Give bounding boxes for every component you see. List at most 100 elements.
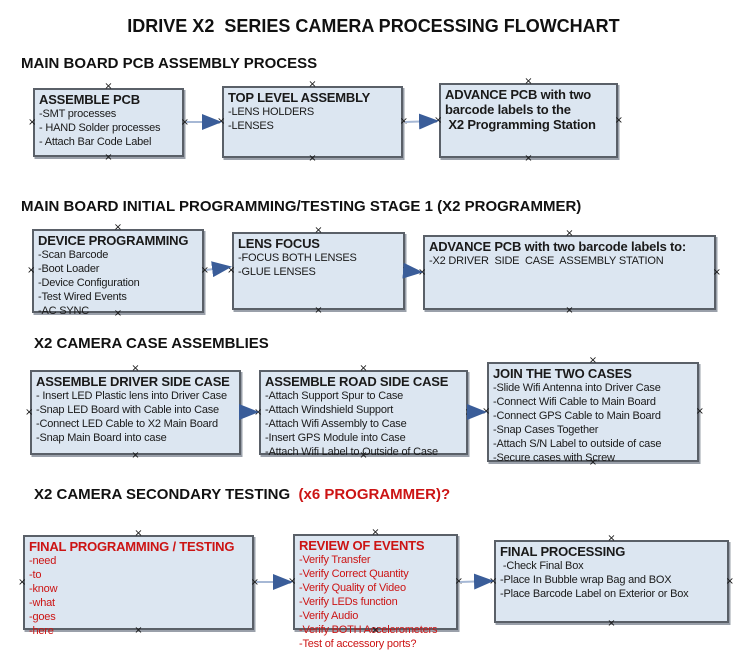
connection-handle-icon: × [134, 528, 143, 539]
flow-box-top-level-assembly: TOP LEVEL ASSEMBLY -LENS HOLDERS -LENSES… [217, 80, 408, 164]
connection-handle-icon: × [524, 76, 533, 87]
box-title: REVIEW OF EVENTS [299, 538, 425, 553]
box-item: -Connect LED Cable to X2 Main Board [36, 418, 218, 430]
box-item: -Scan Barcode [38, 249, 109, 261]
connection-handle-icon: × [524, 153, 533, 164]
section-heading-secondary-testing: X2 CAMERA SECONDARY TESTING (x6 PROGRAMM… [34, 486, 450, 503]
connection-handle-icon: × [131, 363, 140, 374]
box-item: -Insert GPS Module into Case [265, 432, 406, 444]
box-item: -Snap Cases Together [493, 424, 599, 436]
section-heading-text: MAIN BOARD INITIAL PROGRAMMING/TESTING S… [21, 198, 582, 215]
section-heading-text: X2 CAMERA SECONDARY TESTING [34, 486, 295, 503]
box-item: -Place In Bubble wrap Bag and BOX [500, 574, 672, 586]
flow-connector-arrow [205, 261, 232, 278]
section-heading-text: X2 CAMERA CASE ASSEMBLIES [34, 335, 269, 352]
connection-handle-icon: × [418, 266, 427, 278]
box-title: DEVICE PROGRAMMING [38, 233, 189, 248]
connection-handle-icon: × [104, 81, 113, 92]
connection-handle-icon: × [27, 265, 36, 276]
box-item: -FOCUS BOTH LENSES [238, 252, 357, 264]
connection-handle-icon: × [180, 116, 189, 128]
box-title: ASSEMBLE PCB [39, 92, 140, 107]
box-item: -X2 DRIVER SIDE CASE ASSEMBLY STATION [429, 255, 664, 267]
connection-handle-icon: × [712, 266, 721, 278]
box-item: -here [29, 625, 54, 637]
connection-handle-icon: × [565, 305, 574, 316]
connection-handle-icon: × [250, 576, 259, 588]
connection-handle-icon: × [104, 152, 113, 163]
flow-box-review-of-events: REVIEW OF EVENTS -Verify Transfer -Verif… [288, 528, 463, 651]
connection-handle-icon: × [399, 116, 408, 127]
flow-box-assemble-driver-side-case: ASSEMBLE DRIVER SIDE CASE - Insert LED P… [25, 364, 246, 461]
box-item: -Verify Quality of Video [299, 582, 406, 594]
page-title: IDRIVE X2 SERIES CAMERA PROCESSING FLOWC… [127, 16, 620, 36]
connection-handle-icon: × [695, 406, 704, 417]
box-item: -Boot Loader [38, 263, 100, 275]
connection-handle-icon: × [725, 575, 734, 587]
connection-handle-icon: × [314, 305, 323, 316]
box-item: -Verify LEDs function [299, 596, 398, 608]
box-title: ASSEMBLE DRIVER SIDE CASE [36, 374, 230, 389]
box-item: -Place Barcode Label on Exterior or Box [500, 588, 689, 600]
connection-handle-icon: × [254, 406, 263, 418]
flow-box-device-programming: DEVICE PROGRAMMING -Scan Barcode -Boot L… [27, 223, 209, 319]
connection-handle-icon: × [308, 153, 317, 164]
connection-handle-icon: × [308, 79, 317, 90]
connection-handle-icon: × [401, 265, 410, 276]
connection-handle-icon: × [607, 618, 616, 629]
connection-handle-icon: × [18, 576, 27, 588]
flow-box-advance-pcb-programming-station: ADVANCE PCB with two barcode labels to t… [434, 77, 623, 164]
flow-box-join-the-two-cases: JOIN THE TWO CASES -Slide Wifi Antenna i… [482, 356, 704, 468]
box-item: -AC SYNC [38, 305, 89, 317]
box-item: -Verify Audio [299, 610, 359, 622]
box-item: -Attach Wifi Label to Outside of Case [265, 446, 438, 458]
box-item: -Connect GPS Cable to Main Board [493, 410, 661, 422]
connection-handle-icon: × [288, 576, 297, 587]
flow-box-assemble-pcb: ASSEMBLE PCB -SMT processes - HAND Solde… [28, 82, 189, 163]
flow-box-lens-focus: LENS FOCUS -FOCUS BOTH LENSES -GLUE LENS… [227, 226, 410, 316]
box-item: -SMT processes [39, 108, 117, 120]
connection-handle-icon: × [614, 114, 623, 126]
box-item: -Snap Main Board into case [36, 432, 167, 444]
connection-handle-icon: × [217, 116, 226, 127]
connection-handle-icon: × [28, 116, 37, 128]
connection-handle-icon: × [131, 450, 140, 461]
box-item: -Snap LED Board with Cable into Case [36, 404, 219, 416]
box-item: - Attach Bar Code Label [39, 136, 152, 148]
box-item: -Test Wired Events [38, 291, 127, 303]
section-heading-case-assemblies: X2 CAMERA CASE ASSEMBLIES [34, 335, 269, 352]
box-item: -Verify Correct Quantity [299, 568, 409, 580]
connection-handle-icon: × [359, 363, 368, 374]
connection-handle-icon: × [371, 527, 380, 538]
section-heading-initial-programming: MAIN BOARD INITIAL PROGRAMMING/TESTING S… [21, 198, 581, 215]
box-title: TOP LEVEL ASSEMBLY [228, 90, 371, 105]
box-item: -Verify BOTH Accelerometers [299, 624, 438, 636]
box-item: -Test of accessory ports? [299, 638, 417, 650]
box-item: -know [29, 583, 58, 595]
box-title: ADVANCE PCB with two barcode labels to: [429, 239, 687, 254]
box-title: JOIN THE TWO CASES [493, 366, 632, 381]
connection-handle-icon: × [607, 533, 616, 544]
box-title: LENS FOCUS [238, 236, 320, 251]
connection-handle-icon: × [489, 575, 498, 587]
section-heading-text: MAIN BOARD PCB ASSEMBLY PROCESS [21, 55, 318, 72]
connection-handle-icon: × [200, 265, 209, 276]
box-item: -Connect Wifi Cable to Main Board [493, 396, 656, 408]
connection-handle-icon: × [25, 406, 34, 418]
box-item: -need [29, 555, 57, 567]
flow-connector-arrow [459, 573, 494, 590]
box-item: -LENS HOLDERS [228, 106, 315, 118]
box-item: -Slide Wifi Antenna into Driver Case [493, 382, 661, 394]
box-item: -Verify Transfer [299, 554, 371, 566]
box-item: -Attach S/N Label to outside of case [493, 438, 662, 450]
connection-handle-icon: × [454, 576, 463, 587]
connection-handle-icon: × [113, 222, 123, 233]
box-item: -Secure cases with Screw [493, 452, 615, 464]
box-item: - Insert LED Plastic lens into Driver Ca… [36, 390, 227, 402]
flow-box-final-programming-testing: FINAL PROGRAMMING / TESTING -need -to -k… [18, 529, 259, 638]
connection-handle-icon: × [237, 406, 246, 418]
box-title: ASSEMBLE ROAD SIDE CASE [265, 374, 449, 389]
box-item: -Attach Wifi Assembly to Case [265, 418, 407, 430]
flow-box-final-processing: FINAL PROCESSING -Check Final Box -Place… [489, 534, 734, 629]
